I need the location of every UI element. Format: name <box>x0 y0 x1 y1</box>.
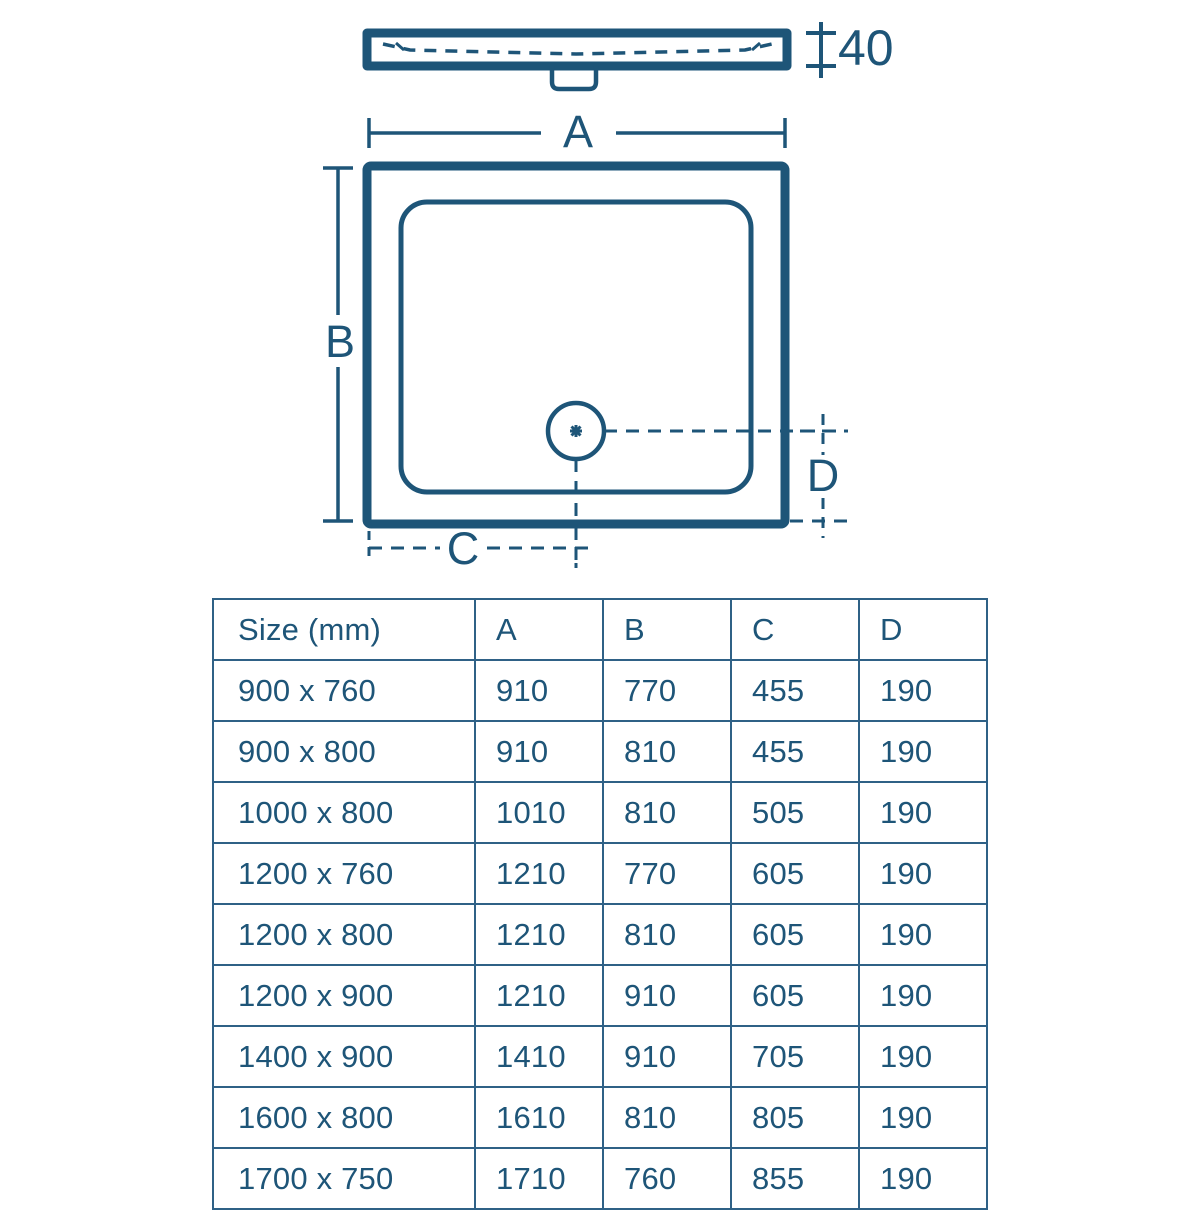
cell-d: 190 <box>858 659 988 722</box>
table-row: 1200 x 800 1210 810 605 190 <box>212 903 988 966</box>
cell-a: 910 <box>474 659 604 722</box>
cell-b: 770 <box>602 842 732 905</box>
cell-c: 455 <box>730 720 860 783</box>
tray-outer-rectangle <box>362 161 790 529</box>
cell-c: 455 <box>730 659 860 722</box>
cell-c: 605 <box>730 842 860 905</box>
table-row: 1400 x 900 1410 910 705 190 <box>212 1025 988 1088</box>
tray-profile-inner-fill <box>374 39 781 61</box>
dimension-label-d: D <box>807 450 840 501</box>
cell-size: 900 x 760 <box>212 659 476 722</box>
table-row: 1000 x 800 1010 810 505 190 <box>212 781 988 844</box>
cell-a: 1410 <box>474 1025 604 1088</box>
cell-c: 505 <box>730 781 860 844</box>
cell-d: 190 <box>858 720 988 783</box>
header-c: C <box>730 598 860 661</box>
dimension-label-c: C <box>447 523 480 574</box>
waste-trap-outline <box>549 66 599 92</box>
tray-fall-left-tick <box>395 41 405 52</box>
table-row: 1200 x 760 1210 770 605 190 <box>212 842 988 905</box>
header-size: Size (mm) <box>212 598 476 661</box>
tray-fall-hidden-line <box>382 42 773 56</box>
cell-c: 605 <box>730 903 860 966</box>
cell-d: 190 <box>858 1086 988 1149</box>
waste-centre-marker <box>570 425 582 437</box>
dimension-label-b: B <box>325 316 355 367</box>
dimension-a <box>367 118 787 148</box>
plan-view <box>362 161 836 568</box>
cell-size: 1400 x 900 <box>212 1025 476 1088</box>
dimension-b <box>323 166 353 523</box>
cell-d: 190 <box>858 964 988 1027</box>
table-header-row: Size (mm) A B C D <box>212 598 988 661</box>
side-section-view <box>362 22 836 92</box>
cell-c: 805 <box>730 1086 860 1149</box>
dimension-label-a: A <box>563 106 593 157</box>
cell-a: 1210 <box>474 842 604 905</box>
cell-b: 810 <box>602 903 732 966</box>
cell-a: 1610 <box>474 1086 604 1149</box>
dimension-c <box>367 531 595 568</box>
dimension-table-container: Size (mm) A B C D 900 x 760 910 770 455 … <box>212 598 988 1210</box>
tray-inner-well <box>398 199 754 495</box>
cell-b: 810 <box>602 720 732 783</box>
cell-b: 810 <box>602 1086 732 1149</box>
thickness-label-40: 40 <box>838 20 894 76</box>
cell-b: 810 <box>602 781 732 844</box>
header-b: B <box>602 598 732 661</box>
cell-size: 1000 x 800 <box>212 781 476 844</box>
cell-size: 1200 x 900 <box>212 964 476 1027</box>
cell-b: 910 <box>602 1025 732 1088</box>
cell-d: 190 <box>858 781 988 844</box>
table-row: 900 x 800 910 810 455 190 <box>212 720 988 783</box>
dimension-d <box>790 414 848 538</box>
drawing-area: 40 A B C D <box>0 0 1200 585</box>
cell-a: 1210 <box>474 903 604 966</box>
cell-a: 1010 <box>474 781 604 844</box>
dimension-table: Size (mm) A B C D 900 x 760 910 770 455 … <box>212 598 988 1210</box>
table-row: 900 x 760 910 770 455 190 <box>212 659 988 722</box>
cell-a: 1210 <box>474 964 604 1027</box>
tray-fall-right-tick <box>751 41 761 52</box>
cell-d: 190 <box>858 842 988 905</box>
cell-b: 910 <box>602 964 732 1027</box>
cell-d: 190 <box>858 1025 988 1088</box>
table-row: 1200 x 900 1210 910 605 190 <box>212 964 988 1027</box>
cell-d: 190 <box>858 903 988 966</box>
header-a: A <box>474 598 604 661</box>
thickness-dimension-40 <box>806 22 836 78</box>
tray-profile-outline <box>362 28 792 71</box>
cell-size: 1200 x 760 <box>212 842 476 905</box>
cell-c: 705 <box>730 1025 860 1088</box>
table-row: 1600 x 800 1610 810 805 190 <box>212 1086 988 1149</box>
cell-size: 900 x 800 <box>212 720 476 783</box>
header-d: D <box>858 598 988 661</box>
cell-b: 770 <box>602 659 732 722</box>
cell-c: 605 <box>730 964 860 1027</box>
cell-size: 1200 x 800 <box>212 903 476 966</box>
cell-size: 1600 x 800 <box>212 1086 476 1149</box>
cell-a: 910 <box>474 720 604 783</box>
